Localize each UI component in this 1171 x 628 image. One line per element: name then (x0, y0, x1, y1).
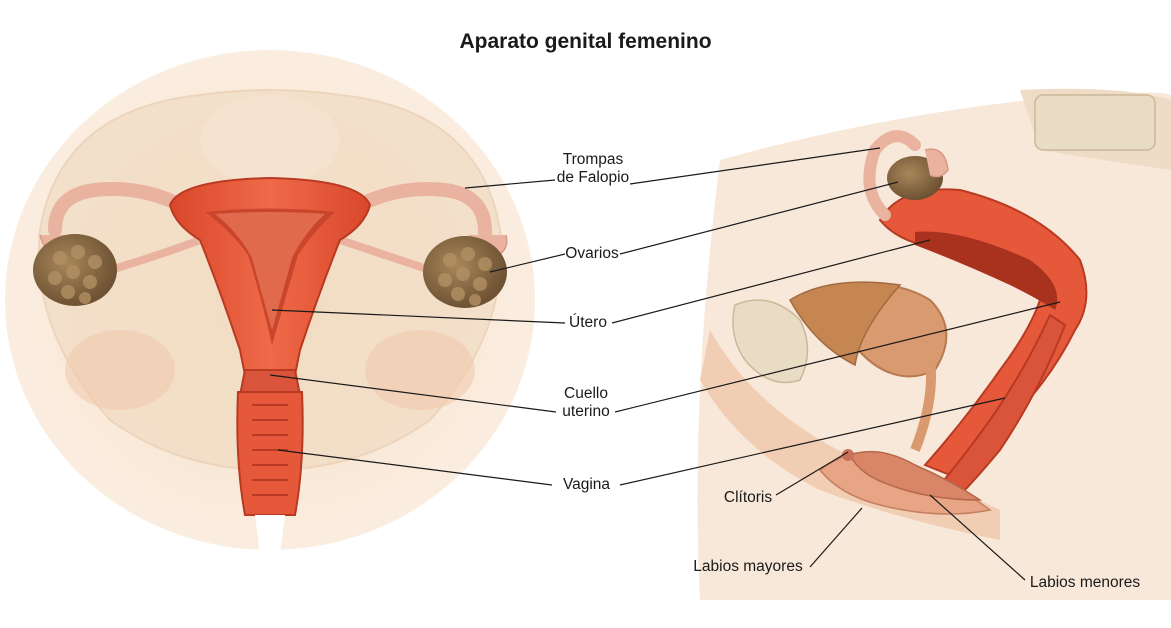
label-ovarios: Ovarios (562, 245, 622, 263)
label-labios-menores: Labios menores (1022, 574, 1148, 592)
label-trompas-line2: de Falopio (552, 169, 634, 187)
label-clitoris: Clítoris (718, 489, 778, 507)
obturator-left (65, 330, 175, 410)
label-cuello-line2: uterino (555, 403, 617, 421)
label-utero: Útero (562, 314, 614, 332)
label-vagina: Vagina (553, 476, 620, 494)
obturator-right (365, 330, 475, 410)
diagram-title: Aparato genital femenino (0, 30, 1171, 54)
sacrum (200, 95, 340, 185)
label-trompas: Trompas de Falopio (552, 151, 634, 187)
label-cuello: Cuello uterino (555, 385, 617, 421)
frontal-view (5, 50, 535, 578)
label-trompas-line1: Trompas (552, 151, 634, 169)
label-cuello-line1: Cuello (555, 385, 617, 403)
label-labios-mayores: Labios mayores (686, 558, 810, 576)
vagina-canal (237, 392, 302, 515)
sacrum-bone-texture (1035, 95, 1155, 150)
sagittal-view (698, 89, 1171, 600)
introitus (255, 515, 285, 578)
